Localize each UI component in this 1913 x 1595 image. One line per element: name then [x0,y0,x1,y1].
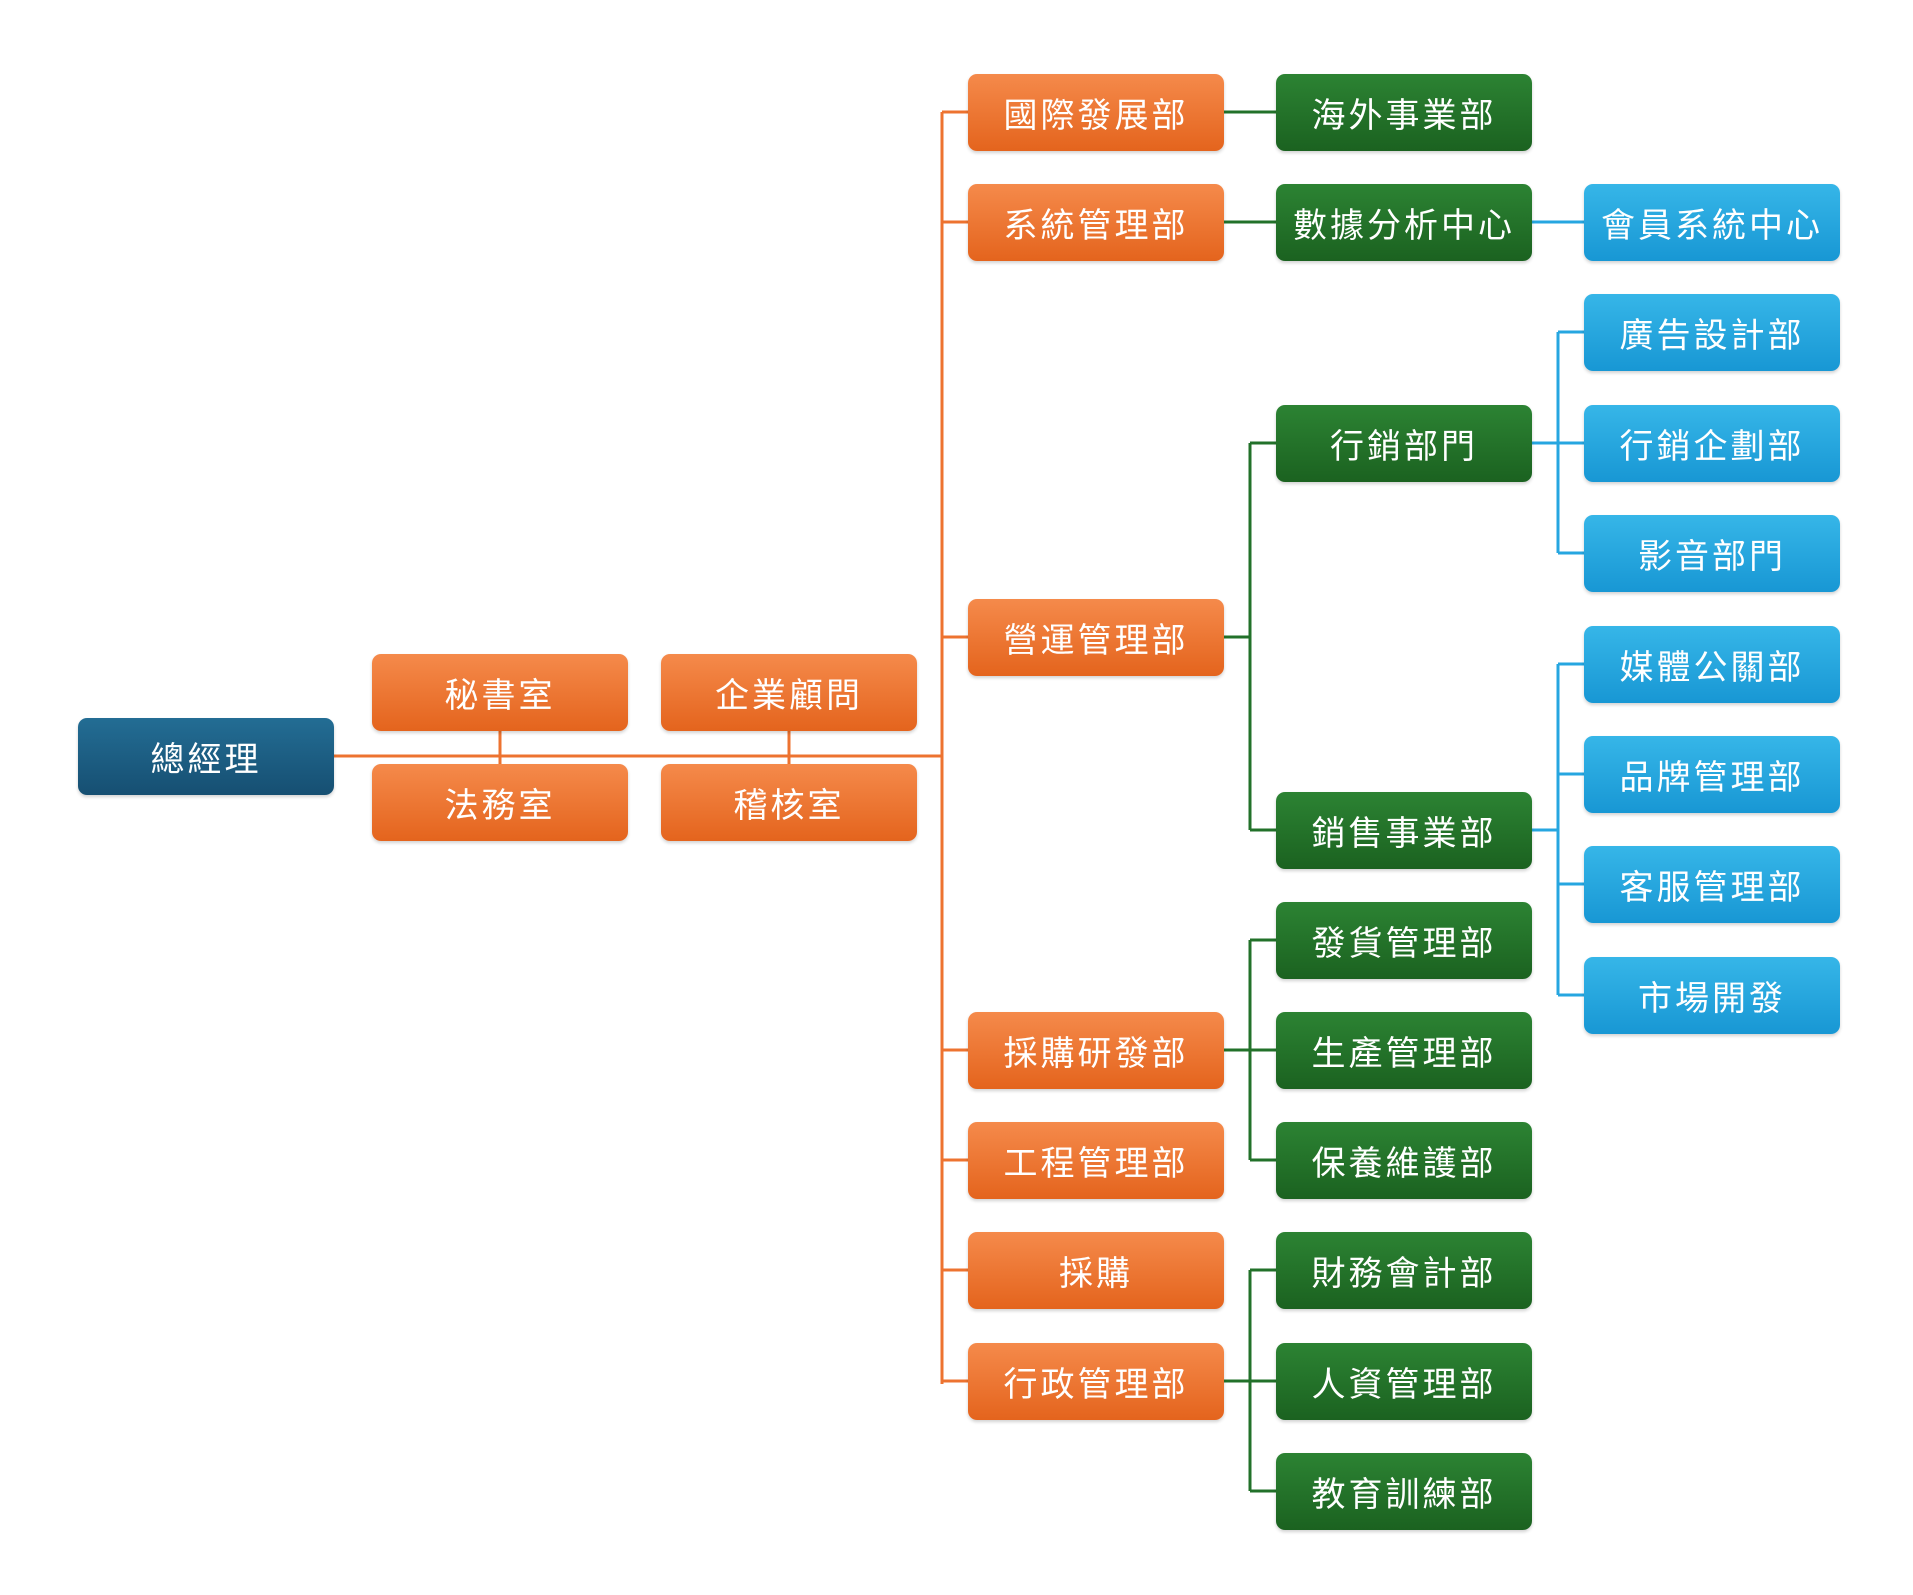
node-shipping[interactable]: 發貨管理部 [1276,902,1532,979]
node-system-mgmt[interactable]: 系統管理部 [968,184,1224,261]
node-training[interactable]: 教育訓練部 [1276,1453,1532,1530]
node-ad-design[interactable]: 廣告設計部 [1584,294,1840,371]
node-general-manager[interactable]: 總經理 [78,718,334,795]
node-market-dev[interactable]: 市場開發 [1584,957,1840,1034]
node-audio-video[interactable]: 影音部門 [1584,515,1840,592]
node-overseas[interactable]: 海外事業部 [1276,74,1532,151]
node-secretary[interactable]: 秘書室 [372,654,628,731]
node-maintenance[interactable]: 保養維護部 [1276,1122,1532,1199]
node-marketing-planning[interactable]: 行銷企劃部 [1584,405,1840,482]
node-brand-mgmt[interactable]: 品牌管理部 [1584,736,1840,813]
node-audit[interactable]: 稽核室 [661,764,917,841]
node-customer-service[interactable]: 客服管理部 [1584,846,1840,923]
node-intl-dev[interactable]: 國際發展部 [968,74,1224,151]
node-data-analysis[interactable]: 數據分析中心 [1276,184,1532,261]
node-administration[interactable]: 行政管理部 [968,1343,1224,1420]
node-finance[interactable]: 財務會計部 [1276,1232,1532,1309]
node-consultant[interactable]: 企業顧問 [661,654,917,731]
node-production[interactable]: 生產管理部 [1276,1012,1532,1089]
node-marketing[interactable]: 行銷部門 [1276,405,1532,482]
node-media-pr[interactable]: 媒體公關部 [1584,626,1840,703]
node-purchasing[interactable]: 採購 [968,1232,1224,1309]
node-legal[interactable]: 法務室 [372,764,628,841]
node-operations[interactable]: 營運管理部 [968,599,1224,676]
node-hr[interactable]: 人資管理部 [1276,1343,1532,1420]
node-engineering[interactable]: 工程管理部 [968,1122,1224,1199]
node-procurement-rd[interactable]: 採購研發部 [968,1012,1224,1089]
node-member-system[interactable]: 會員系統中心 [1584,184,1840,261]
node-sales[interactable]: 銷售事業部 [1276,792,1532,869]
